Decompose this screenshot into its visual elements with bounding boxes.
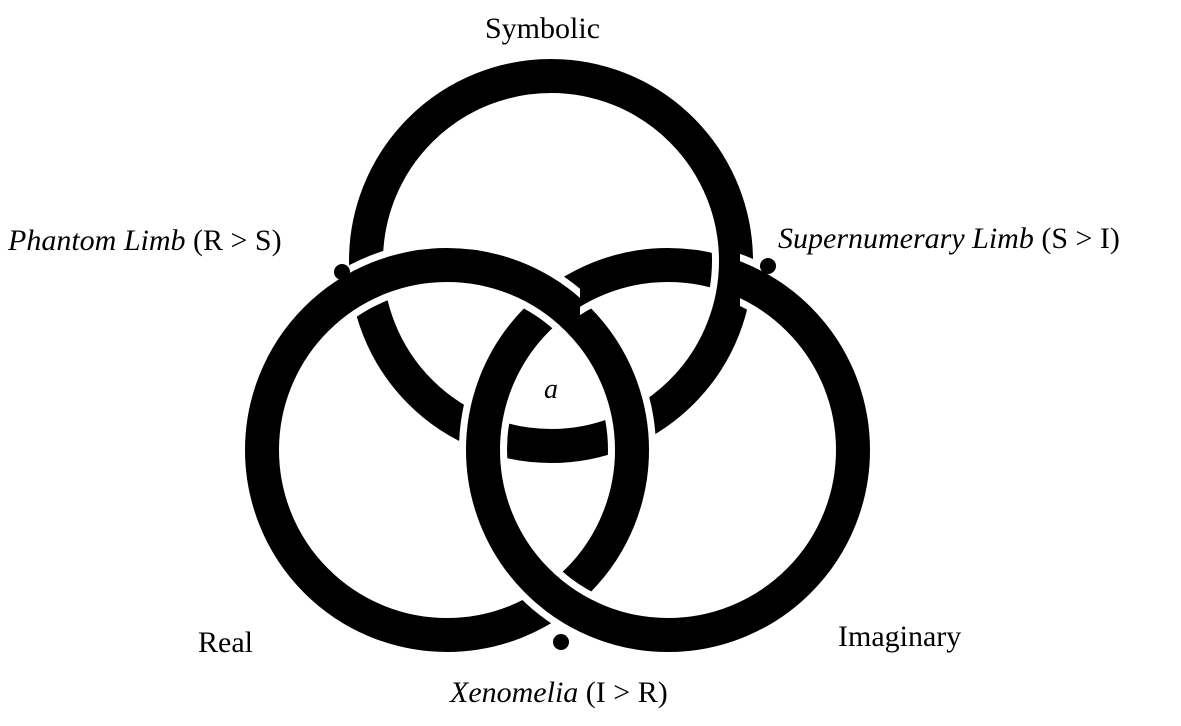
phantom-limb-label: Phantom Limb (R > S) [8, 226, 282, 256]
xenomelia-relation: (I > R) [585, 676, 668, 709]
supernumerary-limb-relation: (S > I) [1041, 222, 1120, 255]
imaginary-ring-over-crossing [459, 440, 651, 610]
center-object-a-label: a [544, 374, 558, 405]
supernumerary-limb-dot [760, 258, 776, 274]
supernumerary-limb-term: Supernumerary Limb [778, 222, 1034, 255]
supernumerary-limb-label: Supernumerary Limb (S > I) [778, 224, 1120, 254]
imaginary-label: Imaginary [838, 620, 962, 653]
symbolic-ring-over-crossing [669, 230, 740, 370]
xenomelia-label: Xenomelia (I > R) [450, 678, 668, 708]
xenomelia-dot [553, 634, 569, 650]
real-label: Real [198, 626, 253, 659]
phantom-limb-dot [334, 264, 350, 280]
real-ring-over-crossing [430, 241, 580, 350]
phantom-limb-relation: (R > S) [193, 224, 282, 257]
phantom-limb-term: Phantom Limb [8, 224, 186, 257]
xenomelia-term: Xenomelia [450, 676, 579, 709]
symbolic-label: Symbolic [485, 12, 601, 45]
